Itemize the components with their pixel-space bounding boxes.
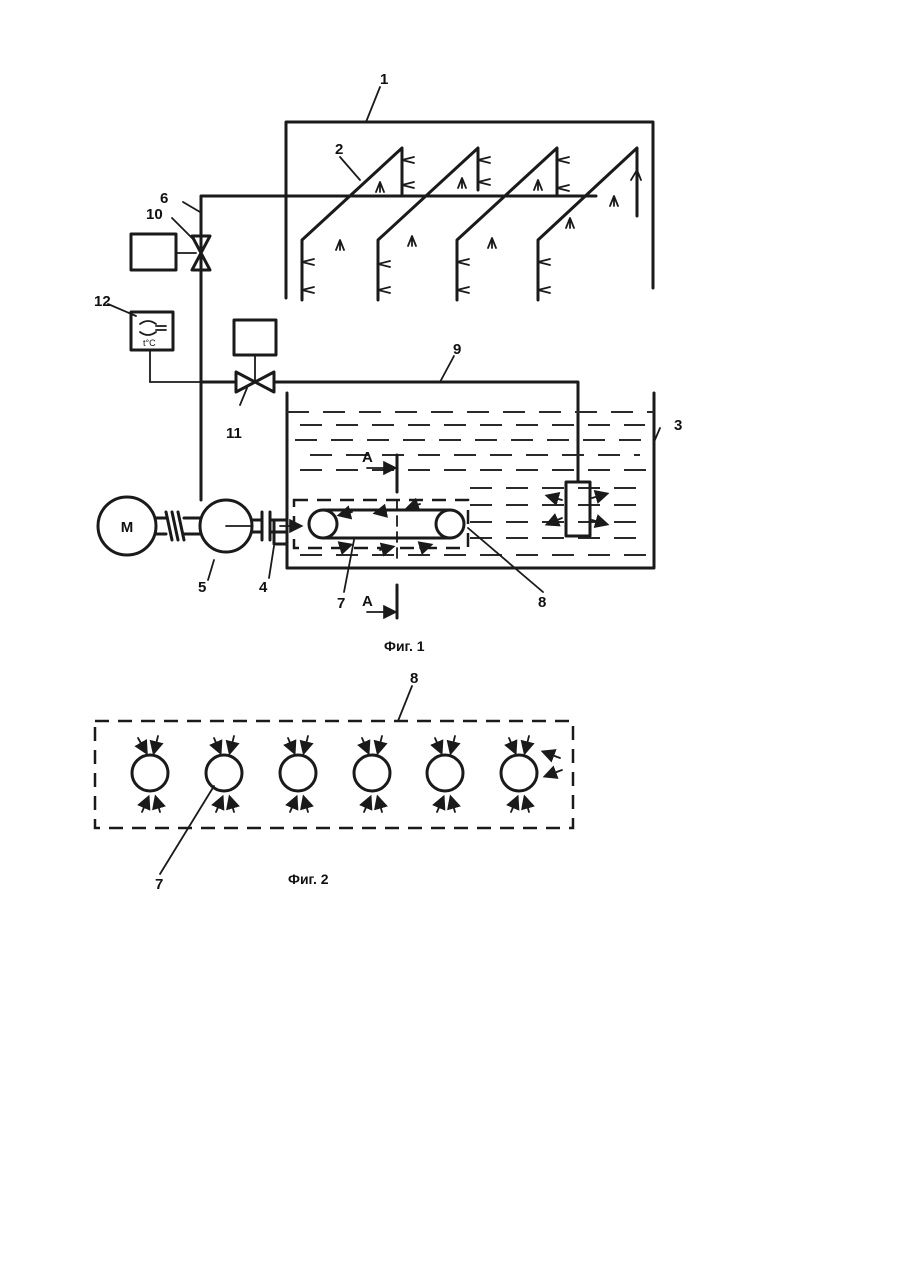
filter-element — [280, 755, 316, 791]
figure-2: 8 7 Фиг. 2 — [95, 670, 573, 893]
filter-element — [427, 755, 463, 791]
sensor-text: t°C — [143, 338, 156, 348]
fig2-label-7: 7 — [155, 876, 163, 893]
label-3: 3 — [674, 417, 682, 434]
fig2-label-8: 8 — [410, 670, 418, 687]
pump — [200, 500, 252, 552]
label-6: 6 — [160, 190, 168, 207]
section-line: A A — [362, 449, 397, 618]
motor: M — [98, 497, 156, 555]
label-2: 2 — [335, 141, 343, 158]
filter-cartridge — [294, 500, 468, 550]
recirculation-pipe — [201, 382, 578, 482]
section-mark-top: A — [362, 449, 373, 466]
flow-arrows — [138, 736, 562, 812]
label-8: 8 — [538, 594, 546, 611]
valve-10 — [131, 234, 210, 270]
filter-element — [354, 755, 390, 791]
label-5: 5 — [198, 579, 206, 596]
label-10: 10 — [146, 206, 163, 223]
figure-2-caption: Фиг. 2 — [288, 871, 329, 887]
figure-2-leaders — [160, 686, 412, 874]
label-7: 7 — [337, 595, 345, 612]
label-1: 1 — [380, 71, 388, 88]
label-9: 9 — [453, 341, 461, 358]
filter-element — [206, 755, 242, 791]
water-surface — [287, 412, 654, 555]
label-12: 12 — [94, 293, 111, 310]
motor-label: M — [121, 519, 134, 536]
section-mark-bottom: A — [362, 593, 373, 610]
figure-1-caption: Фиг. 1 — [384, 638, 425, 654]
filter-elements — [132, 755, 537, 791]
valve-actuator-10 — [131, 234, 176, 270]
temperature-controller: t°C — [131, 312, 201, 382]
valve-actuator-11 — [234, 320, 276, 355]
coupling — [156, 512, 200, 540]
label-4: 4 — [259, 579, 268, 596]
filter-element — [501, 755, 537, 791]
label-11: 11 — [226, 425, 242, 442]
filter-element — [132, 755, 168, 791]
valve-11 — [234, 320, 276, 392]
tank — [274, 393, 654, 568]
return-diffuser — [548, 482, 606, 536]
figure-1: t°C — [94, 71, 682, 654]
